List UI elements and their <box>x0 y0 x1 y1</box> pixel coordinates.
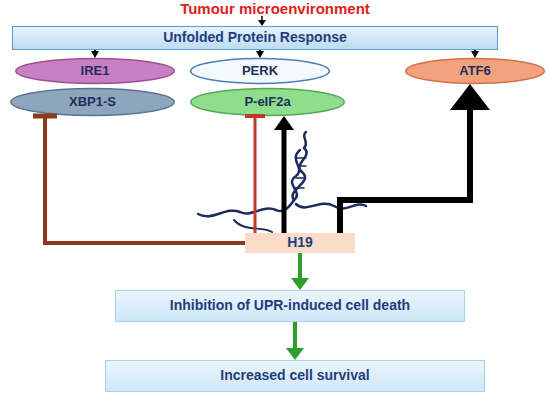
connector-line <box>282 126 287 233</box>
arrow-connector <box>291 253 309 290</box>
ellipse-shape <box>191 59 330 84</box>
arrow-connector <box>91 50 99 58</box>
gene-box: H19 <box>245 233 355 253</box>
sensor-ellipse: IRE1 <box>15 58 175 84</box>
input-label: Tumour microenvironment <box>0 0 550 17</box>
arrow-head <box>91 51 99 58</box>
node-text: Increased cell survival <box>220 368 369 383</box>
arrow-head <box>450 84 490 110</box>
arrow-connector <box>286 322 304 360</box>
outcome-box: Increased cell survival <box>105 360 485 392</box>
node-text: XBP1-S <box>69 95 116 109</box>
arrow-head <box>274 116 294 130</box>
arrow-head <box>256 51 264 58</box>
ellipse-shape <box>406 59 545 84</box>
arrow-connector <box>340 84 490 233</box>
node-text: P-eIF2a <box>244 95 290 109</box>
arrow-connector <box>471 50 479 58</box>
connector-line <box>298 253 302 282</box>
effector-ellipse: XBP1-S <box>10 88 175 116</box>
inhibition-connector <box>33 116 245 243</box>
connector-line <box>340 102 470 233</box>
node-text: H19 <box>287 235 313 250</box>
ellipse-shape <box>16 59 174 84</box>
process-band: Unfolded Protein Response <box>12 26 498 50</box>
connector-line <box>45 116 245 243</box>
arrow-head <box>286 348 304 360</box>
rna-illustration <box>198 132 366 232</box>
connector-line <box>259 50 261 53</box>
connector-line <box>254 116 257 233</box>
arrow-connector <box>256 50 264 58</box>
arrow-connector <box>274 116 294 233</box>
input-arrow <box>258 16 266 26</box>
connector-line <box>474 50 476 53</box>
inhibition-connector <box>245 116 265 233</box>
node-text: ATF6 <box>459 64 491 78</box>
arrow-head <box>471 51 479 58</box>
outcome-box: Inhibition of UPR-induced cell death <box>115 290 465 322</box>
sensor-ellipse: PERK <box>190 58 330 84</box>
arrow-head <box>291 278 309 290</box>
node-text: Inhibition of UPR-induced cell death <box>170 298 410 313</box>
node-text: PERK <box>242 64 278 78</box>
sensor-ellipse: ATF6 <box>405 58 545 84</box>
node-text: Unfolded Protein Response <box>163 30 347 45</box>
ellipse-shape <box>191 89 344 116</box>
connector-line <box>94 50 96 53</box>
node-text: IRE1 <box>81 64 110 78</box>
ellipse-shape <box>11 89 174 116</box>
connector-line <box>293 322 297 352</box>
effector-ellipse: P-eIF2a <box>190 88 345 116</box>
